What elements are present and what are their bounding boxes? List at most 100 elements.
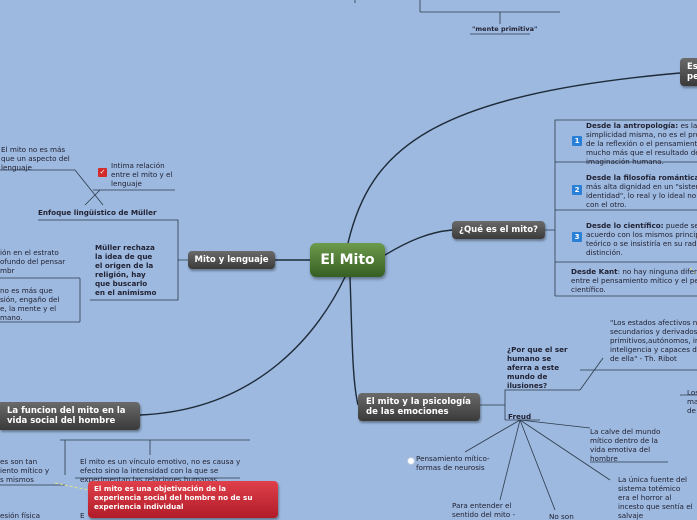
por-que-line: ilusiones? xyxy=(507,381,548,390)
muller-line: Müller rechaza xyxy=(95,243,155,252)
pensamiento-mitico-node[interactable]: Pensamiento mítico- formas de neurosis xyxy=(416,454,490,472)
number-3-icon: 3 xyxy=(572,232,582,242)
cientifico-node[interactable]: Desde lo científico: puede ser acuerdo c… xyxy=(586,221,697,257)
branch-es-pe[interactable]: Es pe xyxy=(680,58,697,86)
cientifico-line: distinción. xyxy=(586,248,623,257)
central-topic[interactable]: El Mito xyxy=(310,243,385,277)
ribot-quote-node[interactable]: "Los estados afectivos no secundarios y … xyxy=(610,318,697,363)
muller-rechaza-node[interactable]: Müller rechaza la idea de que el origen … xyxy=(95,243,156,297)
red-line: experiencia individual xyxy=(94,502,184,511)
fragment-line: ión en el estrato xyxy=(0,248,59,257)
unica-line: La única fuente del xyxy=(618,475,688,484)
antropologia-line: imaginación humana. xyxy=(586,157,664,166)
mito-aspecto-line: lenguaje xyxy=(1,163,32,172)
left-fragment-estrato[interactable]: ión en el estrato ofundo del pensar mbr xyxy=(0,248,65,275)
por-que-line: humano se xyxy=(507,354,552,363)
mito-aspecto-line: que un aspecto del xyxy=(1,154,70,163)
pensamiento-line: Pensamiento mítico- xyxy=(416,454,490,463)
bullet-icon xyxy=(407,457,415,465)
para-entender-node[interactable]: Para entender el sentido del mito - xyxy=(452,501,515,519)
mito-aspecto-line: El mito no es más xyxy=(1,145,66,154)
red-line: El mito es una objetivación de la xyxy=(94,484,226,493)
fragment-line: mbr xyxy=(0,266,15,275)
number-2-icon: 2 xyxy=(572,185,582,195)
intima-relacion-node[interactable]: Intima relación entre el mito y el lengu… xyxy=(111,161,172,188)
funcion-line: La funcion del mito en la xyxy=(7,406,126,416)
cientifico-title: Desde lo científico: xyxy=(586,221,664,230)
antropologia-line: mucho más que el resultado de la xyxy=(586,148,697,157)
fragment-line: iento mítico y xyxy=(0,466,50,475)
calve-mundo-node[interactable]: La calve del mundo mítico dentro de la v… xyxy=(590,427,660,463)
muller-line: el origen de la xyxy=(95,261,154,270)
quote-line: inteligencia y capaces de xyxy=(610,345,697,354)
antropologia-text: es la xyxy=(678,121,697,130)
romantica-line: identidad", lo real y lo ideal no xyxy=(586,191,697,200)
cientifico-line: teórico o se insistiría en su radi xyxy=(586,239,697,248)
fragment-line: mano. xyxy=(0,313,23,322)
quote-line: secundarios y derivados, xyxy=(610,327,697,336)
branch-funcion-mito-vida-social[interactable]: La funcion del mito en la vida social de… xyxy=(0,402,140,430)
muller-line: que buscarlo xyxy=(95,279,148,288)
enfoque-linguistico-muller[interactable]: Enfoque lingüistico de Müller xyxy=(38,208,157,217)
vinculo-emotivo-node[interactable]: El mito es un vínculo emotivo, no es cau… xyxy=(80,457,240,484)
freud-node[interactable]: Freud xyxy=(508,412,532,421)
unica-line: salvaje xyxy=(618,511,644,520)
quote-line: de ella" - Th. Ribot xyxy=(610,354,677,363)
es-pe-line: pe xyxy=(687,72,697,82)
es-pe-line: Es xyxy=(687,62,697,72)
calve-line: La calve del mundo xyxy=(590,427,661,436)
kant-line: científico. xyxy=(571,285,606,294)
fragment-line: e, la mente y el xyxy=(0,304,57,313)
quote-line: primitivos,autónomos, ir xyxy=(610,336,697,345)
branch-que-es-el-mito[interactable]: ¿Qué es el mito? xyxy=(452,221,545,239)
bottom-fragment[interactable]: esión física xyxy=(0,511,41,520)
unica-line: era el horror al xyxy=(618,493,672,502)
no-son-node[interactable]: No son xyxy=(549,512,574,520)
objetivacion-experiencia-node[interactable]: El mito es una objetivación de la experi… xyxy=(88,481,278,518)
antropologia-node[interactable]: Desde la antropología: es la simplicidad… xyxy=(586,121,697,166)
vinculo-line: El mito es un vínculo emotivo, no es cau… xyxy=(80,457,241,466)
antropologia-line: de la reflexión o el pensamiento y xyxy=(586,139,697,148)
muller-line: la idea de que xyxy=(95,252,153,261)
vinculo-line: efecto sino la intensidad con la que se xyxy=(80,466,219,475)
fragment-line: s mismos xyxy=(0,475,34,484)
mito-aspecto-lenguaje[interactable]: El mito no es más que un aspecto del len… xyxy=(1,145,70,172)
por-que-line: aferra a este xyxy=(507,363,560,372)
por-que-line: mundo de xyxy=(507,372,548,381)
branch-mito-y-lenguaje[interactable]: Mito y lenguaje xyxy=(188,251,275,269)
unica-fuente-node[interactable]: La única fuente del sistema totémico era… xyxy=(618,475,693,520)
cientifico-text: puede ser xyxy=(665,221,697,230)
vinculo-line: experimentan las relaciones humanas xyxy=(80,475,218,484)
filosofia-romantica-node[interactable]: Desde la filosofía romántica más alta di… xyxy=(586,173,697,209)
antropologia-title: Desde la antropología: xyxy=(586,121,679,130)
los-ma-fragment[interactable]: Los ma de xyxy=(687,388,697,415)
antropologia-line: simplicidad misma, no es el produ xyxy=(586,130,697,139)
number-1-icon: 1 xyxy=(572,136,582,146)
fragment-line: ofundo del pensar xyxy=(0,257,66,266)
pensamiento-line: formas de neurosis xyxy=(416,463,485,472)
intima-line: entre el mito y el xyxy=(111,170,173,179)
left-fragment-ilusion[interactable]: no es más que sión, engaño del e, la men… xyxy=(0,286,59,322)
intima-line: Intima relación xyxy=(111,161,165,170)
romantica-line: con el otro. xyxy=(586,200,627,209)
branch-mito-psicologia-emociones[interactable]: El mito y la psicología de las emociones xyxy=(358,393,480,421)
psicologia-line: de las emociones xyxy=(366,407,449,417)
para-entender-line: sentido del mito - xyxy=(452,510,516,519)
fragment-line: ma xyxy=(687,397,697,406)
romantica-title: Desde la filosofía romántica xyxy=(586,173,697,182)
kant-line: entre el pensamiento mítico y el pen xyxy=(571,276,697,285)
psicologia-line: El mito y la psicología xyxy=(366,397,471,407)
intima-line: lenguaje xyxy=(111,179,142,188)
fragment-line: sión, engaño del xyxy=(0,295,60,304)
left-fragment-mitico[interactable]: es son tan iento mítico y s mismos xyxy=(0,457,49,484)
para-entender-line: Para entender el xyxy=(452,501,512,510)
por-que-node[interactable]: ¿Por que el ser humano se aferra a este … xyxy=(507,345,568,390)
funcion-line: vida social del hombre xyxy=(7,416,116,426)
por-que-line: ¿Por que el ser xyxy=(507,345,568,354)
fragment-line: es son tan xyxy=(0,457,38,466)
fragment-line: Los xyxy=(687,388,697,397)
muller-line: religión, hay xyxy=(95,270,146,279)
